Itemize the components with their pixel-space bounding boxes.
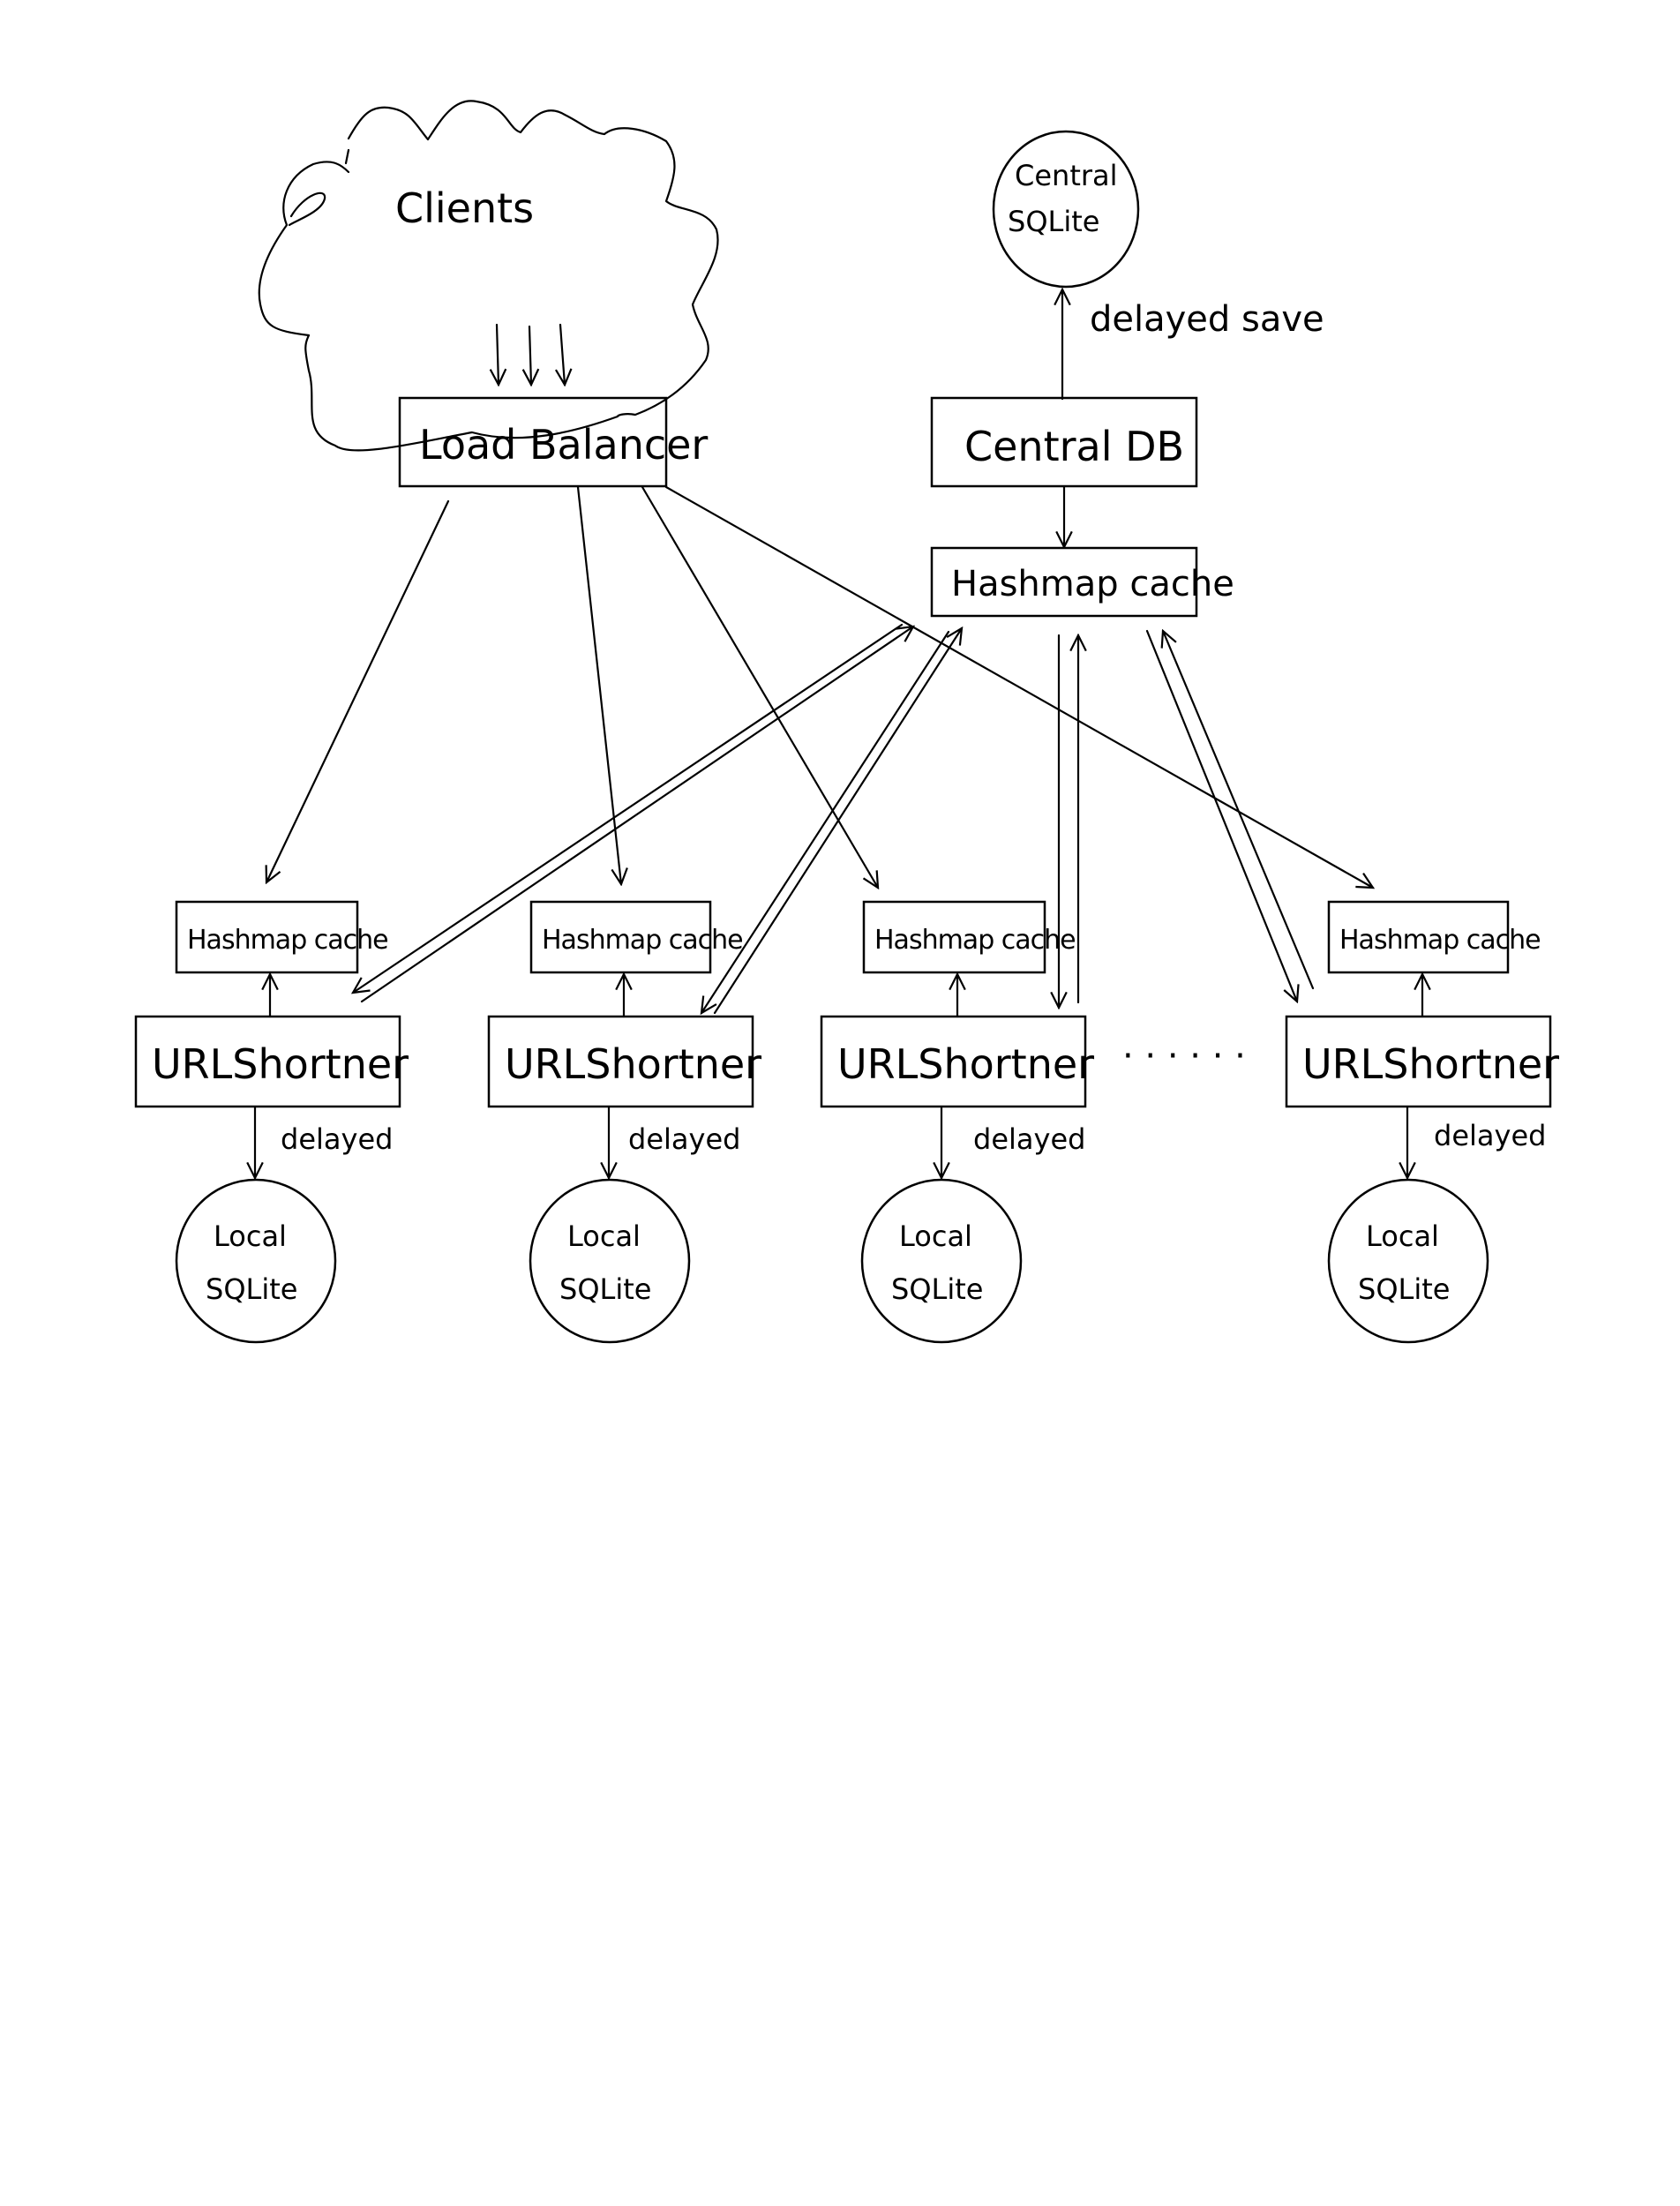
central-sqlite-label-1: Central xyxy=(1015,159,1118,192)
delayed-save-label: delayed save xyxy=(1090,299,1324,340)
local-sqlite-circle xyxy=(860,1178,1023,1344)
node-0: Hashmap cache URLShortner delayed Local … xyxy=(134,900,409,1344)
node-1: Hashmap cache URLShortner delayed Local … xyxy=(487,900,761,1344)
local-sqlite-label-2: SQLite xyxy=(559,1272,651,1306)
url-shortener-box xyxy=(134,1015,401,1108)
load-balancer-box xyxy=(398,396,668,488)
url-shortener-label: URLShortner xyxy=(152,1040,409,1088)
clients-cloud xyxy=(258,100,719,452)
central-cache-box xyxy=(930,546,1198,618)
url-shortener-label: URLShortner xyxy=(837,1040,1094,1088)
local-sqlite-circle xyxy=(1327,1178,1489,1344)
local-sqlite-circle xyxy=(175,1178,337,1344)
central-db-label: Central DB xyxy=(964,423,1184,470)
delayed-label: delayed xyxy=(281,1122,393,1156)
more-nodes-ellipsis: · · · · · · xyxy=(1122,1036,1246,1077)
local-sqlite-label-1: Local xyxy=(567,1219,641,1253)
url-shortener-label: URLShortner xyxy=(1302,1040,1559,1088)
local-sqlite-label-1: Local xyxy=(899,1219,972,1253)
url-shortener-box xyxy=(820,1015,1087,1108)
node-2: Hashmap cache URLShortner delayed Local … xyxy=(820,900,1094,1344)
local-sqlite-label-2: SQLite xyxy=(206,1272,297,1306)
node-cache-label: Hashmap cache xyxy=(874,925,1076,956)
nodes-to-central-cache-links xyxy=(353,623,1315,1013)
url-shortener-box xyxy=(1285,1015,1552,1108)
lb-to-nodes-arrows xyxy=(266,485,1373,888)
central-cache-label: Hashmap cache xyxy=(951,564,1234,604)
local-sqlite-label-1: Local xyxy=(214,1219,287,1253)
central-sqlite-circle xyxy=(992,130,1140,289)
local-sqlite-label-2: SQLite xyxy=(1358,1272,1450,1306)
node-cache-label: Hashmap cache xyxy=(1339,925,1541,956)
clients-label: Clients xyxy=(395,184,534,232)
central-sqlite-label-2: SQLite xyxy=(1008,205,1099,238)
local-sqlite-label-1: Local xyxy=(1366,1219,1439,1253)
local-sqlite-label-2: SQLite xyxy=(891,1272,983,1306)
url-shortener-label: URLShortner xyxy=(505,1040,761,1088)
delayed-label: delayed xyxy=(628,1122,740,1156)
node-3: Hashmap cache URLShortner delayed Local … xyxy=(1285,900,1559,1344)
local-sqlite-circle xyxy=(529,1178,691,1344)
node-cache-label: Hashmap cache xyxy=(542,925,743,956)
node-cache-label: Hashmap cache xyxy=(187,925,388,956)
delayed-label: delayed xyxy=(1434,1119,1546,1152)
clients-to-lb-arrows xyxy=(497,323,565,385)
url-shortener-box xyxy=(487,1015,754,1108)
load-balancer-label: Load Balancer xyxy=(419,421,708,469)
delayed-label: delayed xyxy=(973,1122,1085,1156)
